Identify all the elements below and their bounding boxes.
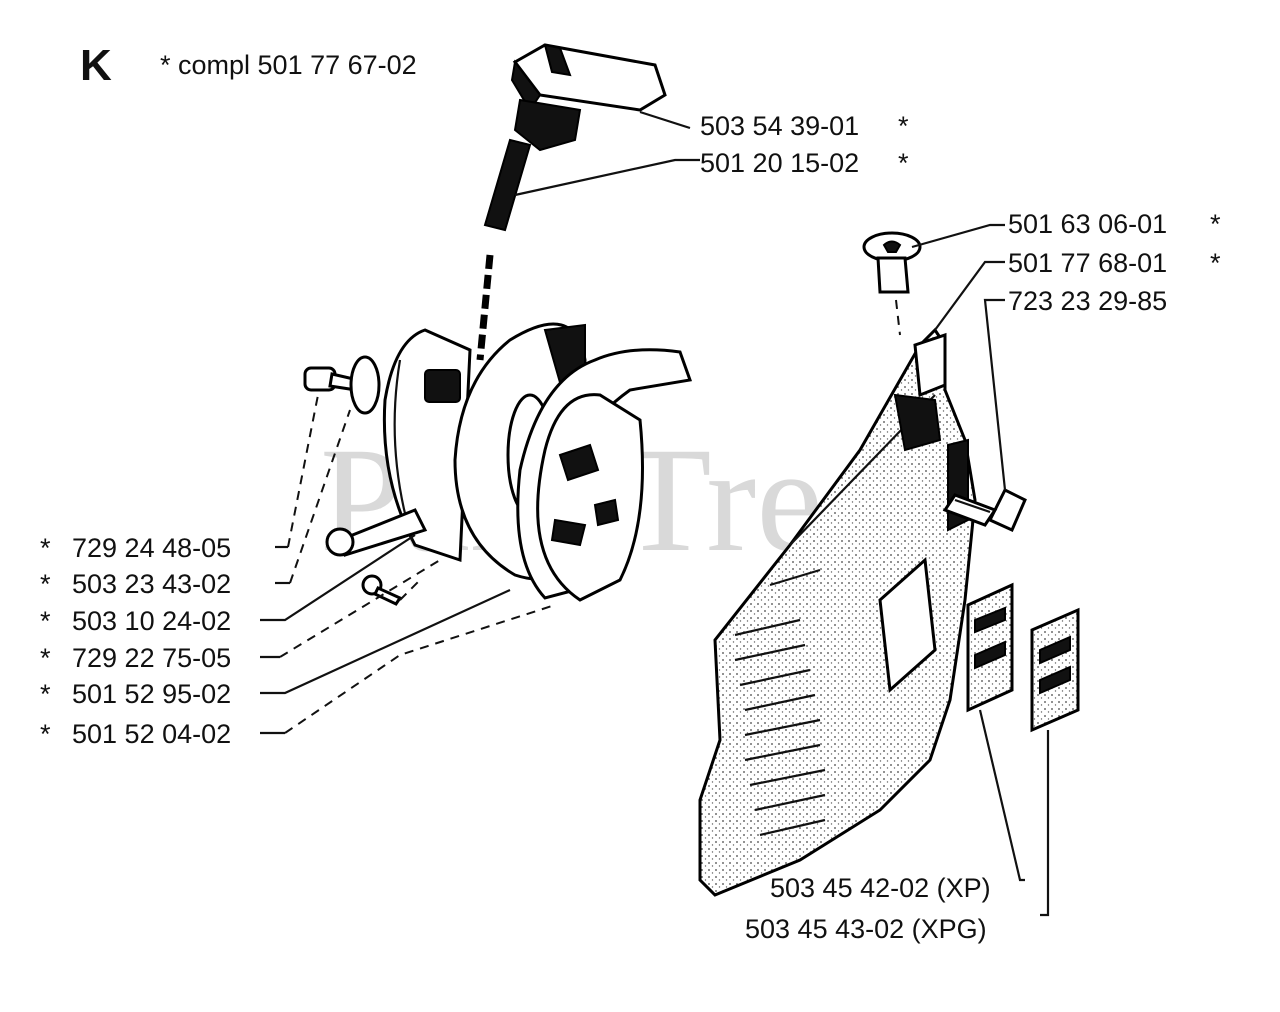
housing-vents: [734, 568, 826, 837]
callouts-right-top: 503 54 39-01 * 501 20 15-02 * 501 63 06-…: [700, 111, 1221, 316]
callout-501-52-04-02: 501 52 04-02: [72, 719, 231, 749]
decal-xpg: [1030, 607, 1080, 733]
callout-723-23-29-85: 723 23 29-85: [1008, 286, 1167, 316]
callout-729-24-48-05: 729 24 48-05: [72, 533, 231, 563]
callout-503-10-24-02: 503 10 24-02: [72, 606, 231, 636]
right-leaders: [911, 223, 1050, 917]
starter-rope: [476, 138, 532, 361]
callout-mark: *: [40, 719, 51, 749]
callout-mark: *: [40, 533, 51, 563]
callouts-left: * 729 24 48-05 * 503 23 43-02 * 503 10 2…: [40, 533, 231, 749]
callout-503-23-43-02: 503 23 43-02: [72, 569, 231, 599]
callout-501-63-06-01: 501 63 06-01: [1008, 209, 1167, 239]
callout-mark: *: [40, 606, 51, 636]
callout-501-52-95-02: 501 52 95-02: [72, 679, 231, 709]
clip: [424, 369, 461, 403]
callout-mark: *: [898, 111, 909, 141]
callout-mark: *: [1210, 248, 1221, 278]
callout-mark: *: [1210, 209, 1221, 239]
section-note: * compl 501 77 67-02: [160, 50, 417, 80]
callout-501-20-15-02: 501 20 15-02: [700, 148, 859, 178]
callout-mark: *: [40, 569, 51, 599]
callout-503-45-43-02: 503 45 43-02 (XPG): [745, 914, 987, 944]
screw-small: [303, 366, 360, 392]
cap: [862, 231, 922, 336]
callout-mark: *: [40, 679, 51, 709]
pulley-assembly: [303, 322, 693, 606]
callout-mark: *: [898, 148, 909, 178]
starter-handle: [510, 43, 667, 152]
bolt: [942, 487, 1027, 532]
callouts-bottom: 503 45 42-02 (XP) 503 45 43-02 (XPG): [745, 873, 991, 944]
callout-729-22-75-05: 729 22 75-05: [72, 643, 231, 673]
callout-mark: *: [40, 643, 51, 673]
starter-housing: [698, 327, 977, 897]
left-leaders: [260, 394, 556, 735]
decal-xp: [966, 582, 1014, 713]
top-leaders: [514, 110, 700, 197]
screw-lower: [361, 574, 403, 606]
callout-503-45-42-02: 503 45 42-02 (XP): [770, 873, 991, 903]
section-letter: K: [80, 41, 112, 90]
washer: [349, 355, 381, 415]
callout-503-54-39-01: 503 54 39-01: [700, 111, 859, 141]
callout-501-77-68-01: 501 77 68-01: [1008, 248, 1167, 278]
